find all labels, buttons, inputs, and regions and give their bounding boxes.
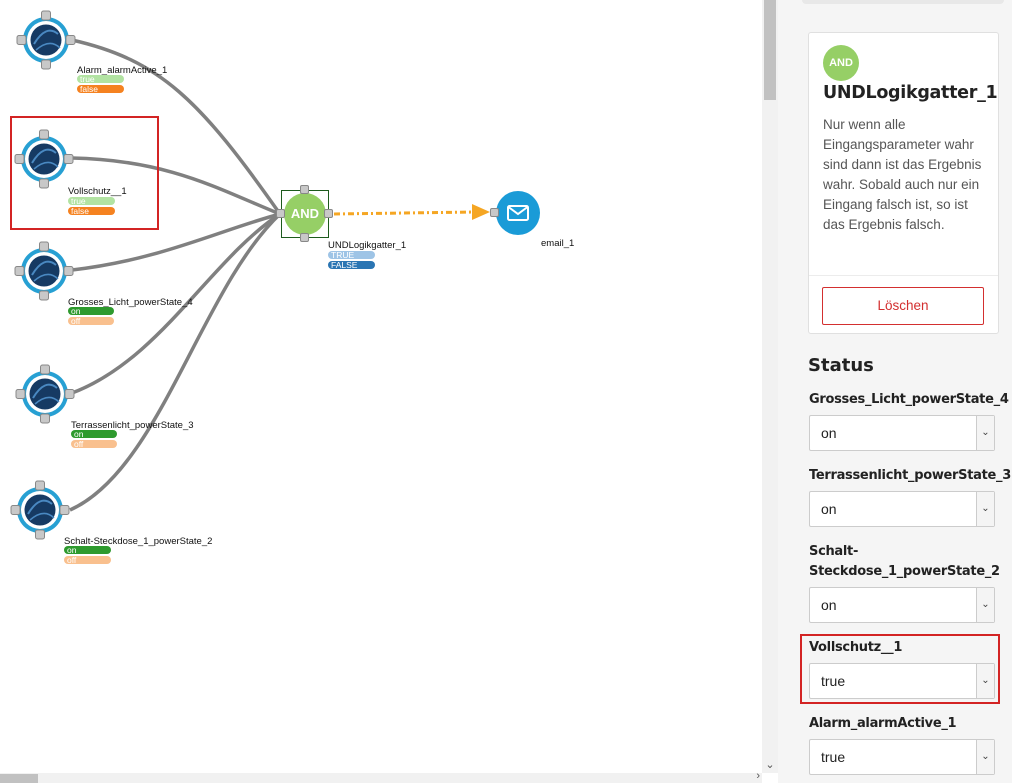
node-grosses-licht[interactable] — [14, 241, 74, 301]
select-value: on — [821, 501, 837, 517]
select-value: on — [821, 597, 837, 613]
select-value: on — [821, 425, 837, 441]
email-handle-left[interactable] — [490, 208, 499, 217]
chevron-down-icon[interactable]: ⌄ — [976, 588, 994, 622]
and-gate-handle-right[interactable] — [324, 209, 333, 218]
and-badge: AND — [823, 45, 859, 81]
chevron-right-icon[interactable]: › — [756, 770, 760, 782]
scroll-thumb[interactable] — [764, 0, 776, 100]
panel-top-bar — [802, 0, 1004, 4]
node-label: Alarm_alarmActive_1 — [77, 65, 168, 76]
state-pill-false[interactable]: FALSE — [328, 261, 375, 269]
sensor-icon — [16, 10, 76, 70]
delete-button[interactable]: Löschen — [822, 287, 984, 325]
scroll-thumb[interactable] — [0, 774, 38, 783]
and-gate-handle-left[interactable] — [276, 209, 285, 218]
canvas-vertical-scrollbar[interactable]: ⌄ — [762, 0, 778, 773]
state-pill-true[interactable]: TRUE — [328, 251, 375, 259]
node-label: Terrassenlicht_powerState_3 — [71, 420, 194, 431]
edge-grosses-licht-to-and — [71, 212, 281, 272]
field-label: Alarm_alarmActive_1 — [809, 716, 957, 731]
and-gate-handle-bottom[interactable] — [300, 233, 309, 242]
chevron-down-icon[interactable]: ⌄ — [976, 664, 994, 698]
state-pill-off[interactable]: off — [68, 317, 114, 325]
state-pill-true[interactable]: true — [68, 197, 115, 205]
field-label: Grosses_Licht_powerState_4 — [809, 392, 1009, 407]
field-label: Terrassenlicht_powerState_3 — [809, 468, 1011, 483]
card-title: UNDLogikgatter_1 — [823, 83, 998, 103]
sensor-icon — [14, 129, 74, 189]
node-label: Schalt-Steckdose_1_powerState_2 — [64, 536, 213, 547]
flow-canvas[interactable]: Alarm_alarmActive_1 true false Vollschut… — [0, 0, 762, 773]
status-select-grosses-licht[interactable]: on ⌄ — [809, 415, 995, 451]
and-gate-handle-top[interactable] — [300, 185, 309, 194]
status-select-terrassenlicht[interactable]: on ⌄ — [809, 491, 995, 527]
select-value: true — [821, 673, 846, 689]
node-schalt-steckdose[interactable] — [10, 480, 70, 540]
chevron-down-icon[interactable]: ⌄ — [976, 740, 994, 774]
select-value: true — [821, 749, 846, 765]
node-terrassenlicht[interactable] — [15, 364, 75, 424]
sensor-icon — [15, 364, 75, 424]
and-gate-node[interactable]: AND — [284, 193, 326, 235]
node-alarm-alarmactive[interactable] — [16, 10, 76, 70]
status-select-schalt-steckdose[interactable]: on ⌄ — [809, 587, 995, 623]
state-pill-true[interactable]: true — [77, 75, 124, 83]
node-highlight-box — [10, 116, 159, 230]
edge-terrassenlicht-to-and — [71, 212, 281, 395]
state-pill-on[interactable]: on — [64, 546, 111, 554]
state-pill-off[interactable]: off — [64, 556, 111, 564]
field-label: Schalt-Steckdose_1_powerState_2 — [809, 544, 1000, 579]
state-pill-on[interactable]: on — [68, 307, 114, 315]
chevron-down-icon[interactable]: ⌄ — [976, 492, 994, 526]
divider — [809, 275, 998, 276]
node-info-card: AND UNDLogikgatter_1 Nur wenn alle Einga… — [808, 32, 999, 334]
properties-panel: AND UNDLogikgatter_1 Nur wenn alle Einga… — [778, 0, 1012, 783]
state-pill-false[interactable]: false — [77, 85, 124, 93]
state-pill-off[interactable]: off — [71, 440, 117, 448]
sensor-icon — [10, 480, 70, 540]
node-label: Vollschutz__1 — [68, 186, 127, 197]
field-highlight-box — [800, 634, 1000, 704]
card-description: Nur wenn alle Eingangsparameter wahr sin… — [823, 117, 982, 232]
canvas-horizontal-scrollbar[interactable]: › — [0, 770, 762, 783]
edges-layer — [69, 38, 490, 512]
edge-arrowhead — [472, 204, 490, 220]
state-pill-false[interactable]: false — [68, 207, 115, 215]
email-label: email_1 — [541, 238, 575, 249]
status-heading: Status — [808, 355, 874, 376]
envelope-icon — [507, 205, 529, 221]
edge-and-to-email — [333, 210, 475, 216]
chevron-down-icon[interactable]: ⌄ — [976, 416, 994, 450]
email-node[interactable] — [496, 191, 540, 235]
edge-steckdose-to-and — [69, 212, 282, 512]
status-select-vollschutz[interactable]: true ⌄ — [809, 663, 995, 699]
and-gate-label: UNDLogikgatter_1 — [328, 240, 407, 251]
field-label: Vollschutz__1 — [809, 640, 903, 655]
status-select-alarm[interactable]: true ⌄ — [809, 739, 995, 775]
node-label: Grosses_Licht_powerState_4 — [68, 297, 193, 308]
node-vollschutz[interactable] — [14, 129, 74, 189]
edge-vollschutz-to-and — [71, 156, 281, 216]
sensor-icon — [14, 241, 74, 301]
chevron-down-icon[interactable]: ⌄ — [765, 759, 775, 771]
edge-alarm-to-and — [71, 38, 282, 216]
state-pill-on[interactable]: on — [71, 430, 117, 438]
